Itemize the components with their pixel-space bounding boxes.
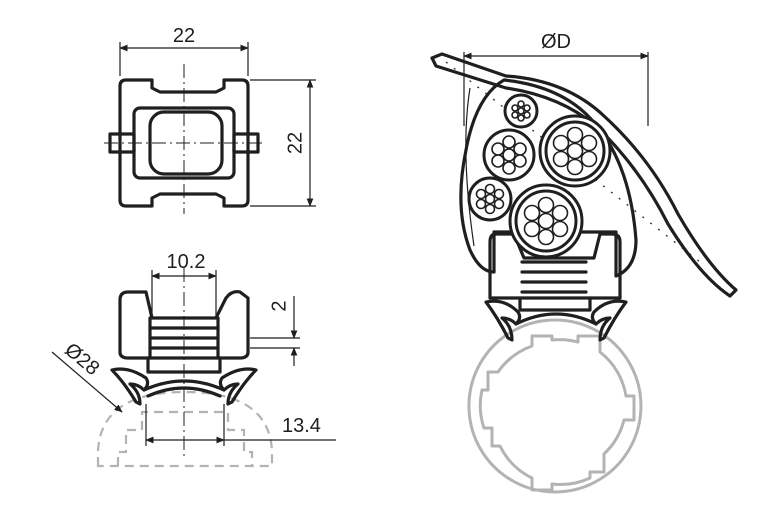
assembly-saddle-arc bbox=[514, 312, 598, 326]
cable-large-right bbox=[538, 114, 612, 188]
side-view-saddle bbox=[110, 367, 150, 406]
dim-label-base-width: 13.4 bbox=[282, 415, 321, 437]
assembly-view: ØD bbox=[430, 31, 738, 494]
top-view-roller bbox=[148, 110, 224, 176]
dim-label-slot-depth: 2 bbox=[268, 300, 290, 311]
dim-label-top-height: 22 bbox=[284, 132, 306, 154]
cable-small-left bbox=[467, 176, 513, 222]
cable-medium-left bbox=[482, 128, 536, 182]
dim-label-slot-width: 10.2 bbox=[167, 251, 206, 273]
assembly-clip-body bbox=[488, 232, 622, 300]
assembly-saddle bbox=[484, 299, 522, 342]
assembly-clip-neck bbox=[518, 296, 592, 312]
side-view-saddle bbox=[218, 367, 258, 406]
top-view: 22 22 bbox=[104, 25, 316, 214]
side-view-saddle-arc bbox=[142, 379, 226, 392]
dim-label-top-width: 22 bbox=[173, 25, 195, 47]
top-view-body bbox=[118, 78, 250, 208]
side-view: 10.2 2 Ø28 13.4 bbox=[51, 251, 336, 468]
side-view-clip-body bbox=[118, 290, 250, 360]
assembly-saddle bbox=[590, 299, 628, 342]
side-view-pipe-dashed bbox=[96, 390, 274, 468]
dim-label-pipe-diameter: Ø28 bbox=[60, 339, 103, 380]
assembly-strap-line bbox=[465, 87, 475, 247]
assembly-pipe-inner bbox=[478, 334, 636, 492]
dim-leader-pipe-diameter bbox=[51, 351, 123, 413]
side-view-pipe-inner-dashed bbox=[116, 410, 254, 466]
dim-label-bundle-diameter: ØD bbox=[541, 31, 571, 53]
cable-large-bottom bbox=[508, 183, 584, 259]
assembly-pipe-outer bbox=[467, 318, 643, 494]
cable-small-top bbox=[503, 93, 539, 129]
